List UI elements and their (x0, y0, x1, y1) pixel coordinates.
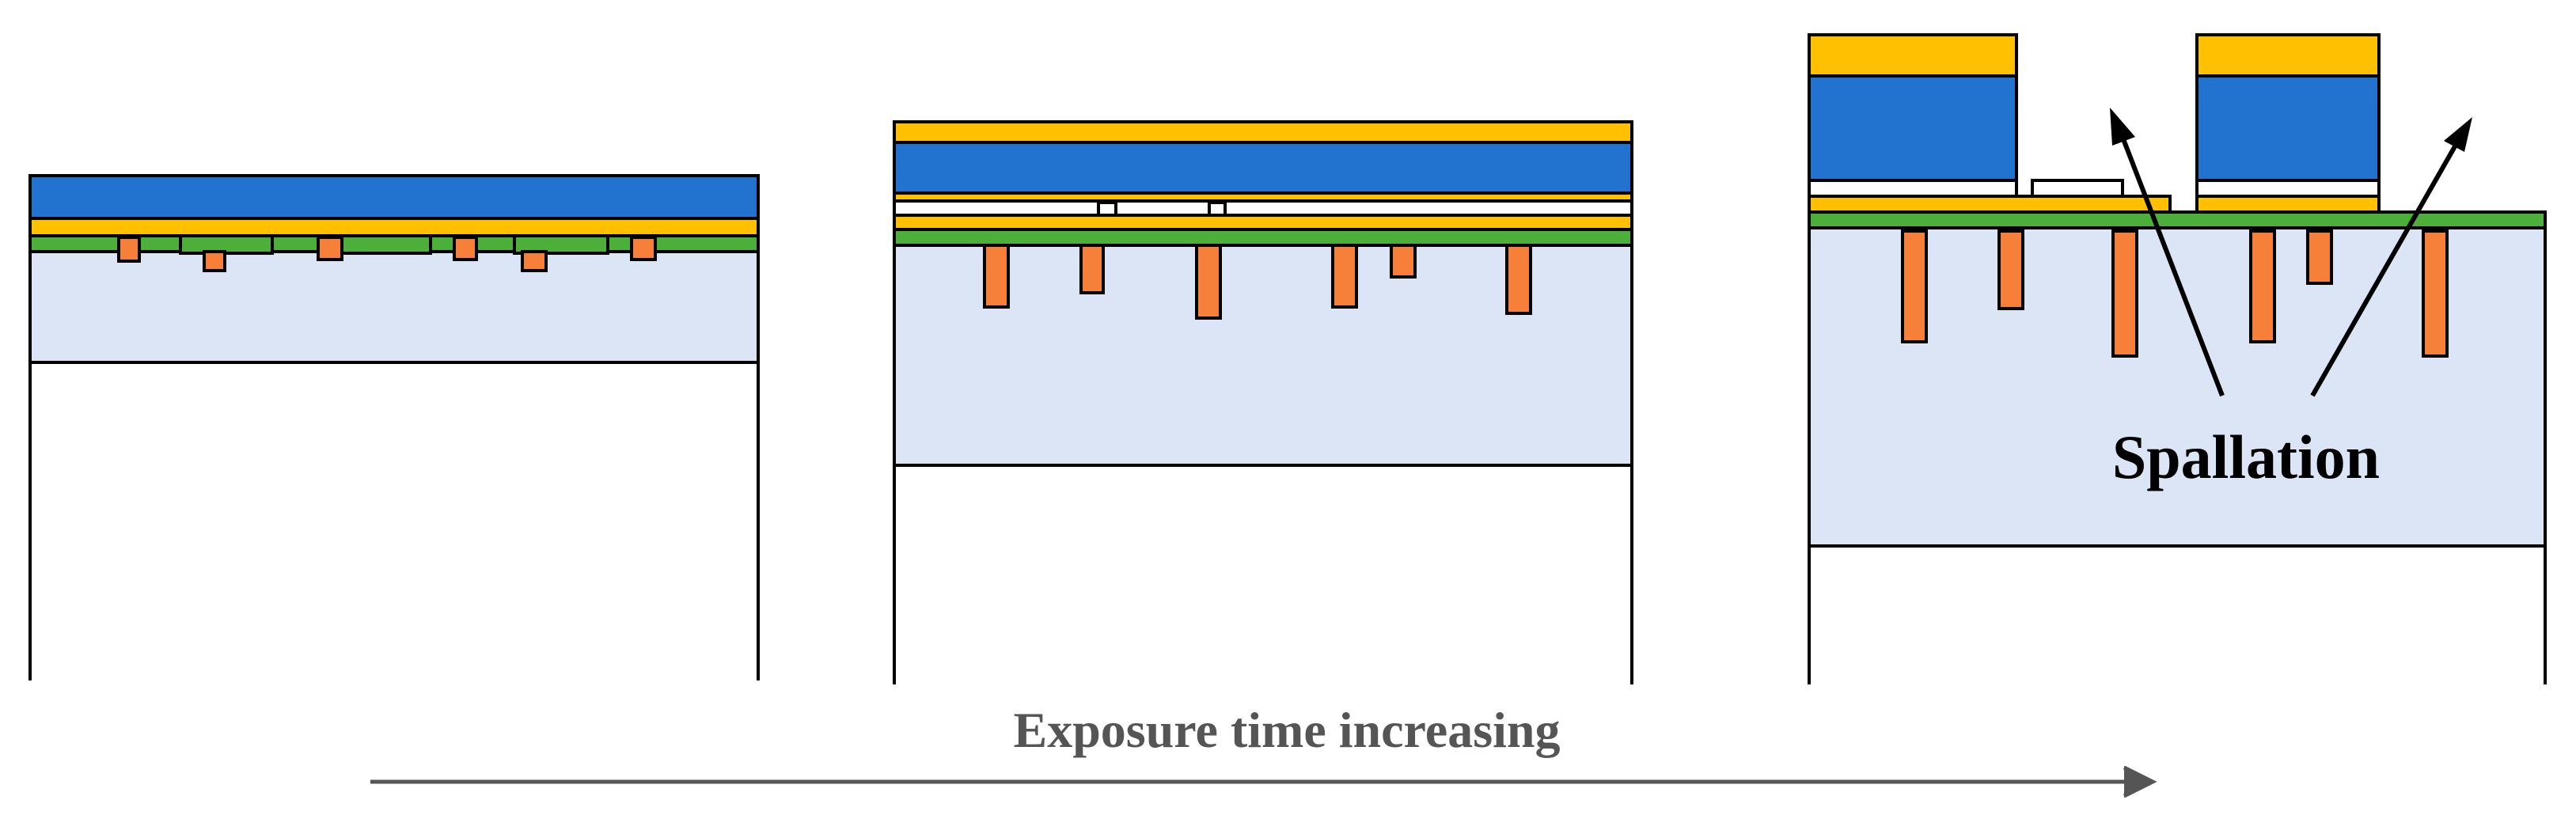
stage-2-precipitate (1505, 244, 1532, 315)
stage-2-precipitate (1079, 244, 1105, 294)
spallation-arrow-right (2310, 139, 2460, 397)
exposure-arrow (370, 765, 2157, 798)
stage-3-precipitate (2306, 229, 2333, 285)
stage-1-precipitate (117, 236, 141, 263)
stage-1-precipitate (630, 236, 657, 261)
stage-3-block-left-gap (1808, 179, 2018, 198)
stage-2-pore (893, 199, 1100, 217)
stage-3-block-left-topcoat (1808, 74, 2018, 182)
stage-2-precipitate (1195, 244, 1222, 320)
stage-1-substrate-outline (28, 361, 760, 680)
exposure-arrowhead-outline (2123, 765, 2157, 798)
stage-1-precipitate (317, 236, 343, 261)
stage-2-top-bondcoat (893, 120, 1633, 144)
spallation-arrows (2110, 108, 2472, 397)
stage-2-pore (1114, 199, 1211, 217)
spallation-label: Spallation (2112, 423, 2380, 491)
stage-1-tgo-patch (331, 234, 432, 255)
stage-3-precipitate (2422, 229, 2449, 358)
stage-3-block-right-bondcoat (2195, 33, 2381, 78)
stage-1-topcoat (28, 174, 760, 220)
stage-1-precipitate (521, 250, 548, 272)
spallation-arrowhead-right (2444, 117, 2472, 152)
stage-2-intermediate (893, 120, 1633, 684)
stage-3-spalled (1808, 33, 2547, 684)
stage-2-topcoat (893, 141, 1633, 195)
stage-2-tgo-layer (893, 228, 1633, 247)
stage-3-bondcoat-left (1808, 195, 2172, 214)
stage-2-precipitate (1331, 244, 1358, 309)
stage-2-precipitate (1390, 244, 1417, 279)
stage-1-initial (28, 174, 760, 680)
stage-1-precipitate (203, 250, 226, 272)
stage-2-bondcoat (893, 214, 1633, 231)
stage-2-precipitate (983, 244, 1010, 309)
stage-3-precipitate (1901, 229, 1928, 343)
stage-3-block-right-topcoat (2195, 74, 2381, 182)
stage-3-precipitate (1997, 229, 2024, 310)
spallation-arrow-left (2119, 131, 2225, 397)
stage-3-precipitate (2111, 229, 2138, 358)
stage-1-bondcoat (28, 217, 760, 237)
stage-3-precipitate (2249, 229, 2276, 343)
stage-3-block-right-gap (2195, 179, 2381, 198)
spallation-arrowhead-left (2110, 108, 2135, 146)
exposure-arrowhead (2124, 766, 2156, 798)
stage-3-substrate-outline (1808, 544, 2547, 684)
stage-3-gap-fragment (2031, 179, 2124, 198)
stage-3-tgo-layer (1808, 210, 2547, 229)
exposure-label: Exposure time increasing (1014, 702, 1561, 758)
stage-1-precipitate (453, 236, 478, 261)
stage-2-pore (1224, 199, 1633, 217)
stage-3-block-left-bondcoat (1808, 33, 2018, 78)
stage-3-bondcoat-right (2195, 195, 2381, 214)
stage-2-substrate-outline (893, 464, 1633, 684)
